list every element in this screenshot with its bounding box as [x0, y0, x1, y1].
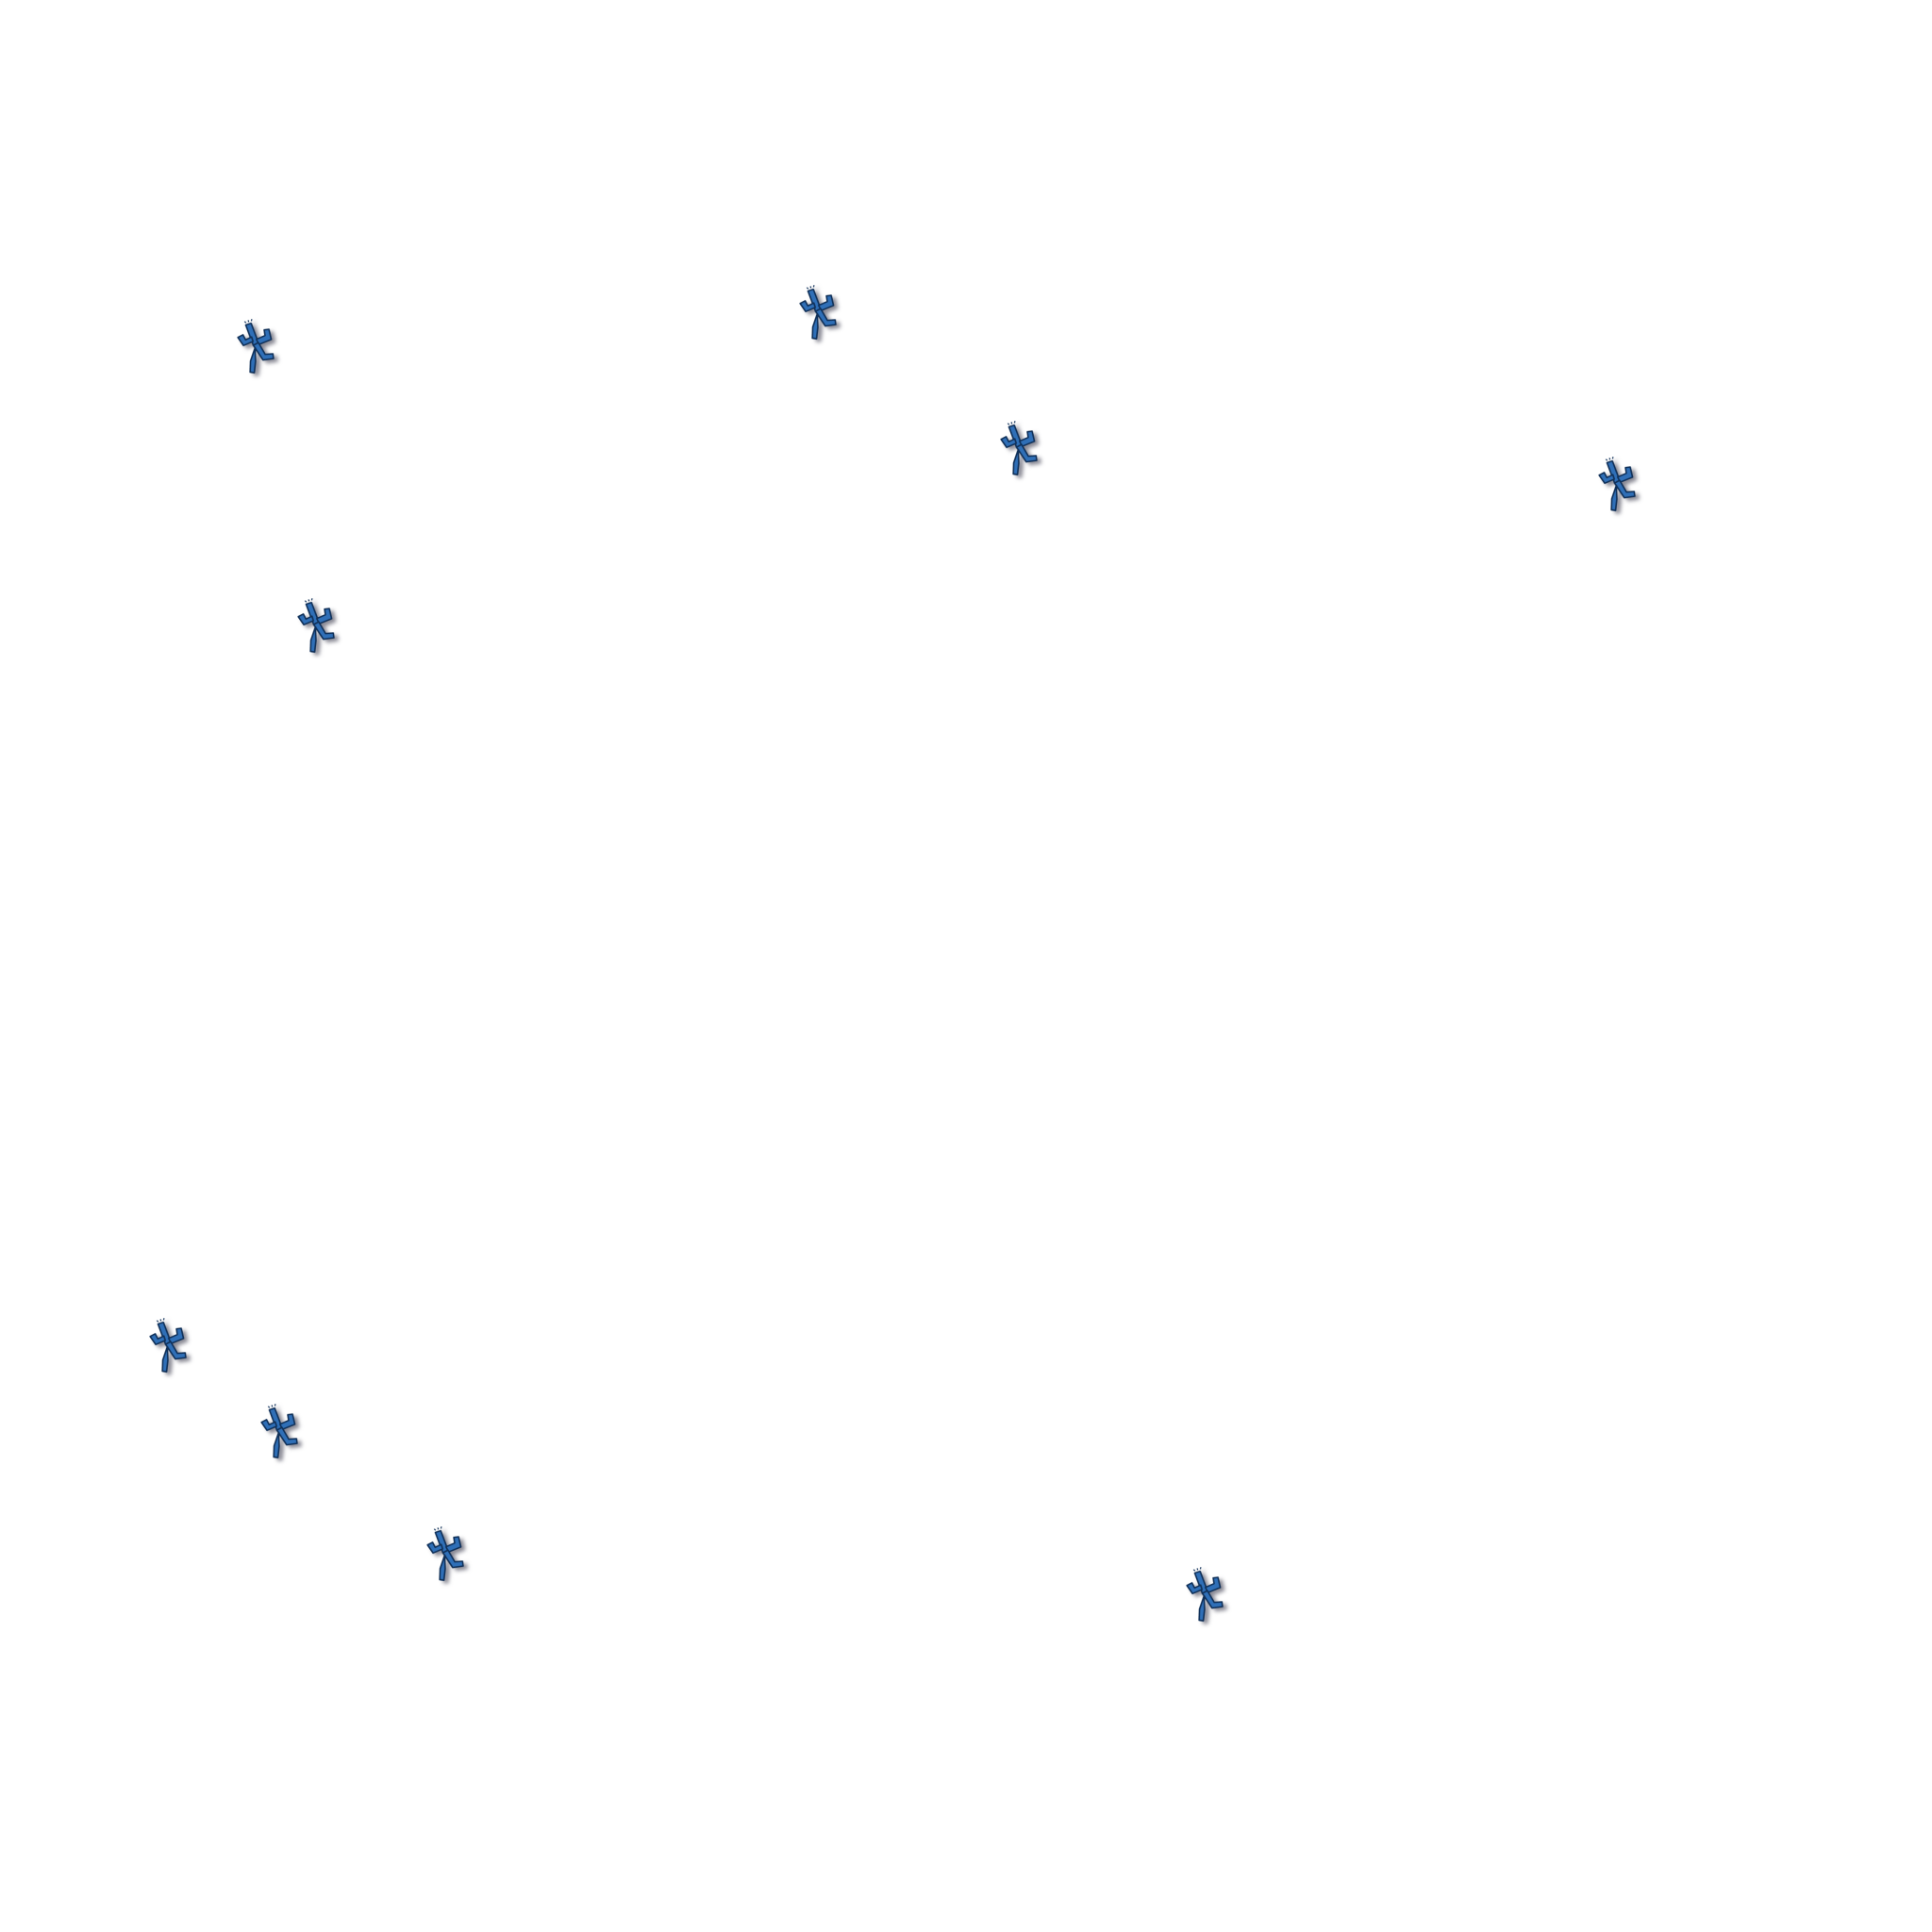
cactus-runner-icon-svg [297, 598, 335, 653]
cactus-runner-icon[interactable] [990, 415, 1050, 481]
cactus-runner-icon[interactable] [1588, 451, 1648, 517]
cactus-runner-icon[interactable] [226, 313, 287, 379]
cactus-runner-icon[interactable] [1175, 1561, 1236, 1627]
cactus-runner-icon-svg [426, 1526, 464, 1581]
cactus-runner-icon[interactable] [789, 279, 849, 345]
cactus-runner-icon-svg [237, 319, 275, 374]
cactus-runner-icon[interactable] [287, 592, 347, 658]
cactus-runner-icon-svg [799, 285, 837, 340]
cactus-runner-icon[interactable] [416, 1521, 476, 1587]
cactus-runner-icon[interactable] [139, 1312, 199, 1378]
cactus-runner-icon-svg [1186, 1567, 1224, 1622]
cactus-runner-icon-svg [1598, 457, 1636, 511]
cactus-runner-icon-svg [149, 1318, 187, 1373]
cactus-runner-icon-svg [260, 1404, 298, 1458]
cactus-runner-icon-svg [1000, 421, 1038, 475]
cactus-runner-icon[interactable] [250, 1398, 310, 1464]
